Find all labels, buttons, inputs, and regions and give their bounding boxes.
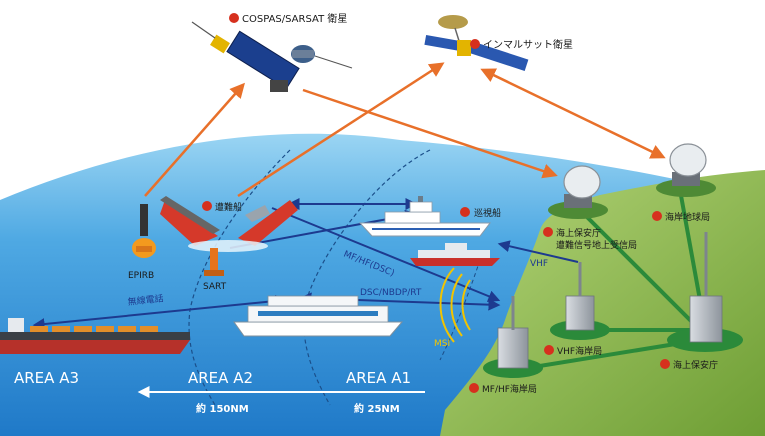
link-cospas-ground	[302, 88, 558, 179]
land-links	[514, 189, 702, 372]
patrol-ship	[358, 196, 492, 237]
area-a1-range-label: 約 25NM	[354, 402, 400, 415]
vessel-vhf	[410, 243, 500, 266]
cospas-satellite-2	[291, 45, 353, 69]
coast-dashed	[439, 259, 481, 361]
coast-guard-station-label: 海上保安庁	[556, 227, 601, 239]
msi-waves	[439, 267, 471, 343]
area-a1-label: AREA A1	[346, 369, 411, 387]
mfhf-coast-station	[483, 296, 543, 378]
area-a2-range-label: 約 150NM	[196, 402, 249, 415]
distress-ship-label: 遭難船	[215, 201, 242, 213]
mf-hf-coast-station-label: MF/HF海岸局	[482, 383, 537, 395]
coast-earth-station-label: 海岸地球局	[665, 211, 710, 223]
link-distress-patrol-2	[229, 209, 418, 249]
cospas-satellite	[191, 21, 300, 92]
radiotelephone-label: 無線電話	[127, 292, 164, 308]
area-a1-boundary	[303, 149, 431, 406]
ground-receiving-dish	[548, 165, 608, 219]
coast-guard-hq	[667, 232, 743, 352]
vhf-label: VHF	[530, 259, 548, 269]
location-markers	[202, 13, 670, 393]
dsc-nbdp-rt-label: DSC/NBDP/RT	[360, 288, 422, 298]
area-a2-label: AREA A2	[188, 369, 253, 387]
distress-ship	[160, 196, 298, 252]
cospas-sarsat-label: COSPAS/SARSAT 衛星	[242, 12, 347, 25]
link-radiotelephone	[32, 294, 288, 331]
vhf-coast-station	[550, 262, 610, 340]
link-epirb-cospas	[144, 82, 245, 197]
sart-device	[204, 248, 224, 276]
cargo-ship	[0, 318, 190, 354]
vhf-coast-station-label: VHF海岸局	[557, 345, 602, 357]
area-a3-label: AREA A3	[14, 369, 79, 387]
inmarsat-label: インマルサット衛星	[483, 38, 573, 51]
link-vhf-patrol	[497, 240, 579, 263]
link-inmarsat-earth	[480, 68, 666, 159]
passenger-ferry	[233, 295, 404, 337]
coast-guard-label: 海上保安庁	[673, 359, 718, 371]
sart-label: SART	[203, 282, 227, 292]
inmarsat-satellite	[424, 15, 529, 71]
msi-label: MSI	[434, 339, 450, 349]
distress-signal-station-label: 遭難信号地上受信局	[556, 239, 637, 251]
coast-earth-dish	[656, 143, 716, 197]
patrol-ship-label: 巡視船	[474, 207, 501, 219]
link-distress-inmarsat	[237, 62, 445, 198]
link-distress-coast-mfhf	[271, 207, 501, 302]
epirb-label: EPIRB	[128, 271, 154, 281]
epirb-buoy	[132, 204, 156, 258]
